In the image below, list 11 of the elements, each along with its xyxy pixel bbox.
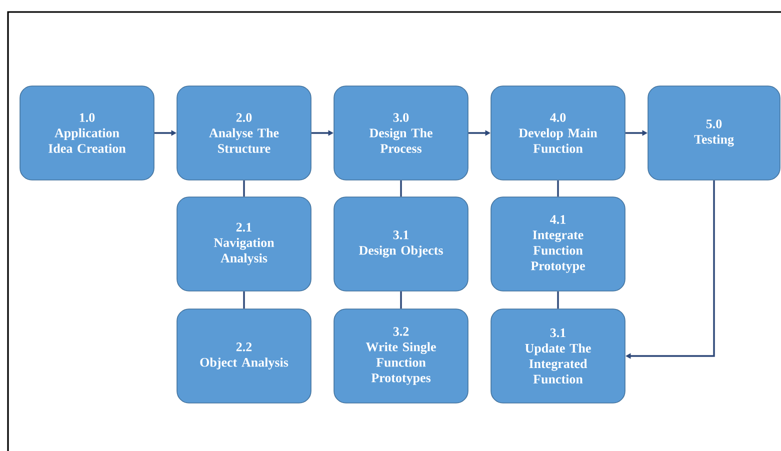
process-box: 3.0 Design The Process	[334, 86, 468, 180]
process-box: 4.0 Develop Main Function	[490, 86, 626, 180]
process-box: 3.1 Update The Integrated Function	[490, 308, 626, 404]
process-box: 1.0 Application Idea Creation	[20, 86, 154, 180]
process-box: 3.1 Design Objects	[334, 196, 468, 292]
process-box: 2.2 Object Analysis	[176, 308, 312, 404]
process-box: 3.2 Write Single Function Prototypes	[334, 308, 468, 404]
process-box: 2.0 Analyse The Structure	[176, 86, 312, 180]
process-box: 2.1 Navigation Analysis	[176, 196, 312, 292]
process-box: 5.0 Testing	[648, 86, 780, 180]
process-box: 4.1 Integrate Function Prototype	[490, 196, 626, 292]
